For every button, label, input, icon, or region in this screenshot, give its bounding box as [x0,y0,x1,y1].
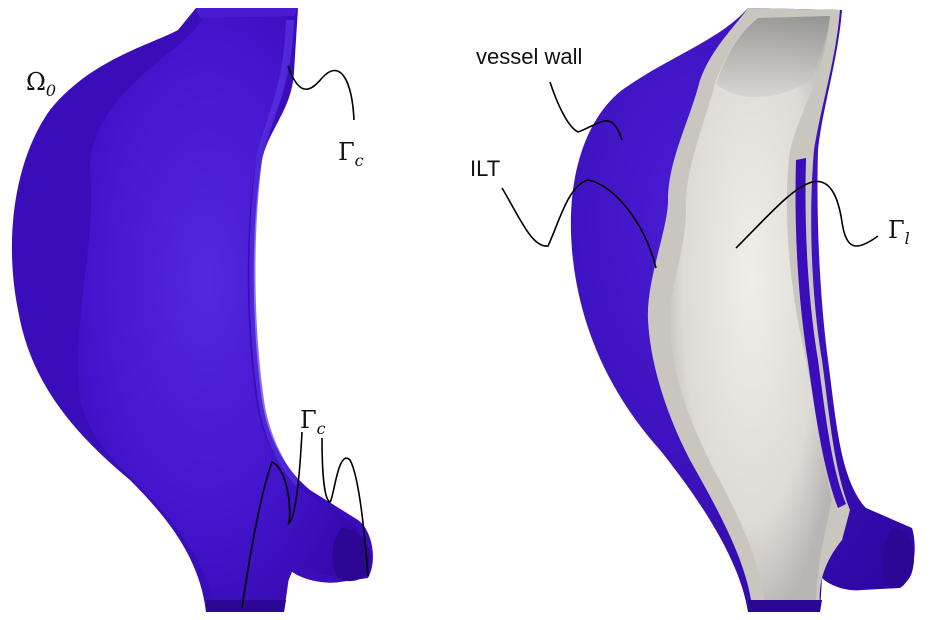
label-ilt: ILT [470,156,500,181]
leader-gamma-c-top [288,66,354,120]
right-bottom-outlet [748,600,822,612]
left-aneurysm [12,8,373,612]
label-vessel-wall: vessel wall [476,44,582,69]
left-bottom-outlet [206,600,286,612]
label-omega0: Ω0 [26,68,56,100]
label-gamma-l: Γl [888,216,910,248]
left-vessel-wall-inner [78,14,363,606]
right-aneurysm-cut [571,8,915,612]
label-gamma-c-top: Γc [338,138,364,170]
label-gamma-c-bottom: Γc [300,406,326,438]
